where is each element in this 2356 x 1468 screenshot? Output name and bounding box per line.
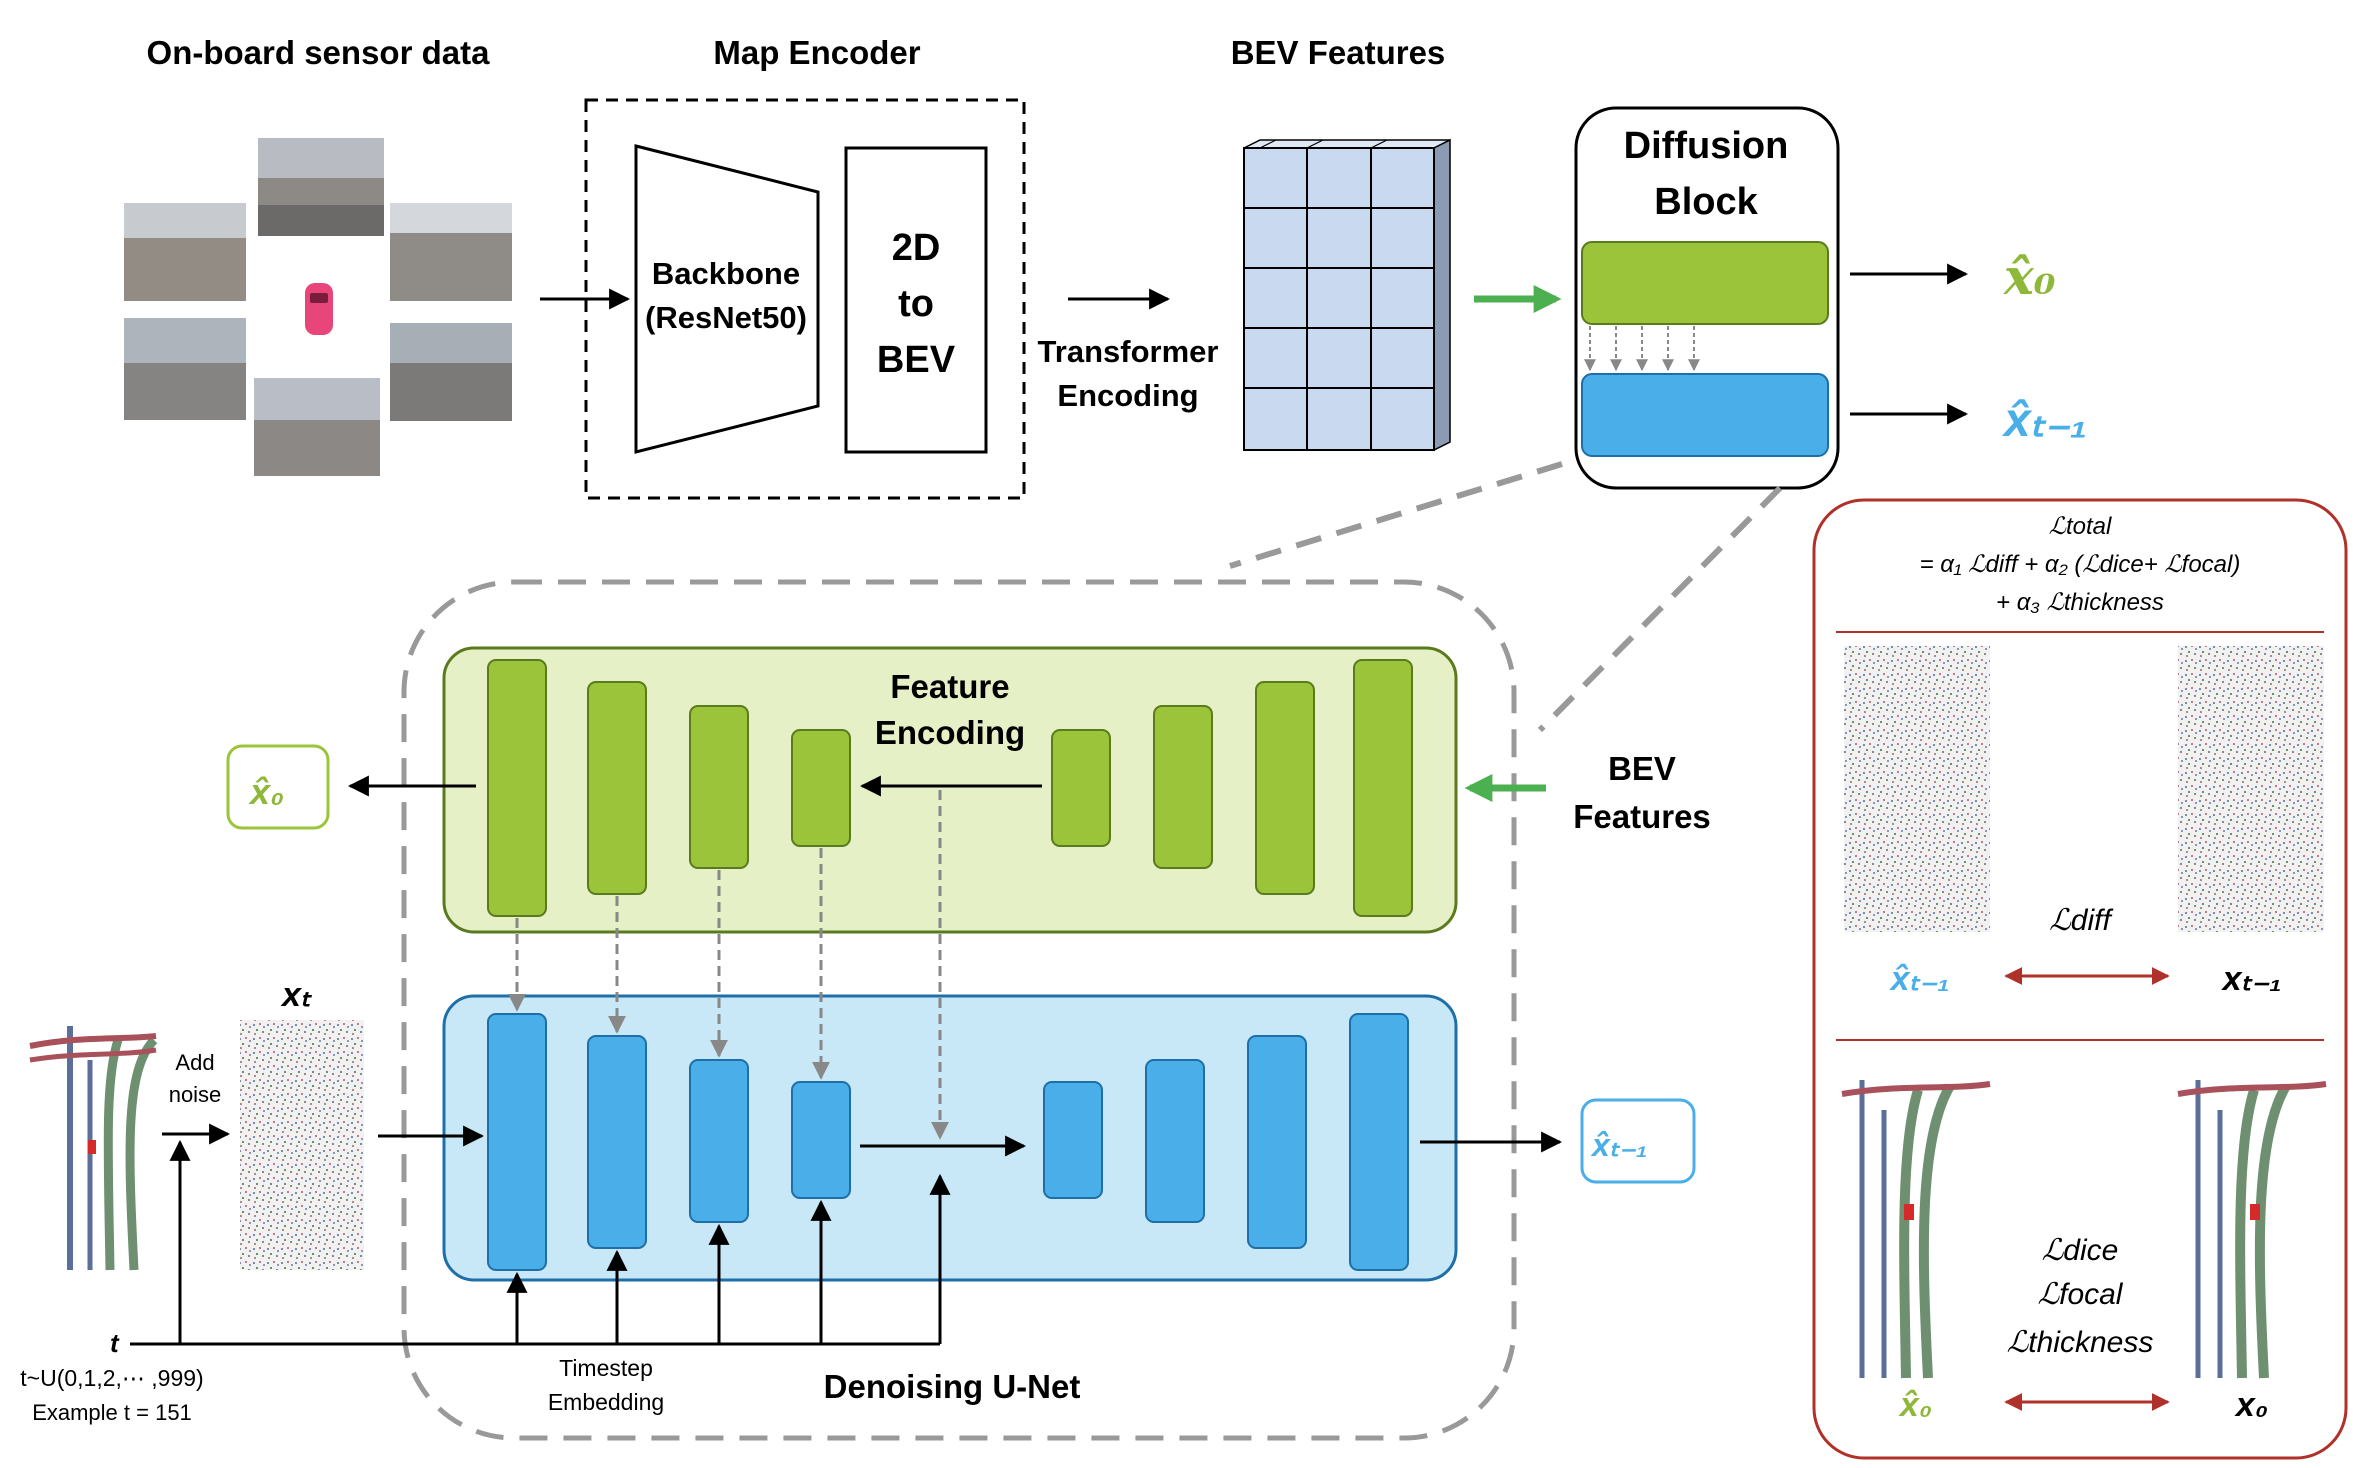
unet-x0-box: [226, 744, 330, 830]
diffusion-inner-arrows: [1584, 326, 1700, 372]
add-noise-label-2: noise: [169, 1082, 222, 1107]
blue-block-3: [689, 1059, 749, 1223]
green-blocks: [487, 659, 1413, 917]
backbone-trapezoid: [634, 144, 820, 454]
bev-transform-label-2: to: [898, 283, 934, 325]
unet-xt1-label: x̂ₜ₋₁: [1590, 1127, 1647, 1163]
t-label: t: [110, 1328, 120, 1358]
timestep-label-1: Timestep: [559, 1355, 653, 1381]
diffusion-label-1: Diffusion: [1624, 125, 1789, 167]
input-map-image: [29, 1026, 158, 1271]
loss-diff-label: ℒdiff: [2049, 904, 2113, 937]
loss-x-t1: xₜ₋₁: [2221, 960, 2282, 998]
zoom-connector-left: [1229, 461, 1563, 569]
green-block-5: [1051, 729, 1111, 847]
loss-total-3: + α₃ ℒthickness: [1996, 589, 2164, 616]
loss-x0: x₀: [2234, 1386, 2268, 1424]
loss-total-2: = α₁ ℒdiff + α₂ (ℒdice+ ℒfocal): [1920, 551, 2241, 578]
backbone-label-2: (ResNet50): [645, 300, 807, 335]
bev-transform-box: [844, 146, 988, 454]
loss-xhat0: x̂₀: [1898, 1386, 1932, 1424]
transformer-label-2: Encoding: [1057, 378, 1198, 413]
bev-title: BEV Features: [1231, 34, 1446, 71]
unet-bev-label-2: Features: [1573, 798, 1711, 835]
unet-x0-label: x̂₀: [248, 771, 284, 812]
green-block-1: [487, 659, 547, 917]
loss-dice: ℒdice: [2042, 1234, 2119, 1267]
diffusion-label-2: Block: [1654, 181, 1758, 223]
blue-block-4: [791, 1081, 851, 1199]
timestep-connections: [130, 1139, 951, 1346]
green-block-2: [587, 681, 647, 895]
output-x0-label: x̂₀: [2003, 247, 2056, 306]
bev-transform-label-1: 2D: [892, 227, 941, 269]
sensor-images: [124, 138, 512, 476]
add-noise-label-1: Add: [175, 1050, 214, 1075]
t-distribution: t~U(0,1,2,⋯ ,999): [20, 1365, 203, 1391]
unet-xt1-box: [1580, 1098, 1696, 1184]
blue-block-6: [1145, 1059, 1205, 1223]
loss-thickness: ℒthickness: [2007, 1326, 2154, 1359]
feature-encoding-label-1: Feature: [890, 668, 1009, 705]
green-block-4: [791, 729, 851, 847]
blue-block-2: [587, 1035, 647, 1249]
diffusion-blue-bar: [1581, 373, 1829, 457]
green-block-7: [1255, 681, 1315, 895]
xt-label: xₜ: [280, 976, 313, 1014]
timestep-label-2: Embedding: [548, 1389, 664, 1415]
blue-block-8: [1349, 1013, 1409, 1271]
blue-block-5: [1043, 1081, 1103, 1199]
diffusion-green-bar: [1581, 241, 1829, 325]
ego-car-icon: [305, 283, 333, 335]
feature-encoding-label-2: Encoding: [875, 714, 1025, 751]
green-block-3: [689, 705, 749, 869]
loss-xhat-t1: x̂ₜ₋₁: [1889, 960, 1950, 998]
loss-total-1: ℒtotal: [2049, 513, 2112, 540]
blue-blocks: [487, 1013, 1409, 1271]
encoder-title: Map Encoder: [713, 34, 920, 71]
t-example: Example t = 151: [32, 1400, 192, 1425]
loss-map-target: [2177, 1066, 2327, 1379]
blue-block-7: [1247, 1035, 1307, 1249]
skip-connections: [508, 790, 949, 1140]
backbone-label-1: Backbone: [652, 256, 800, 291]
zoom-connector-right: [1537, 485, 1783, 733]
loss-focal: ℒfocal: [2038, 1278, 2124, 1311]
sensor-title: On-board sensor data: [147, 34, 491, 71]
bev-feature-cube: [1243, 138, 1451, 452]
blue-block-1: [487, 1013, 547, 1271]
green-block-6: [1153, 705, 1213, 869]
green-block-8: [1353, 659, 1413, 917]
loss-noisy-pred: [1844, 646, 1990, 932]
bev-transform-label-3: BEV: [877, 339, 956, 381]
unet-dashed-box: [401, 579, 1517, 1441]
loss-noisy-target: [2178, 646, 2324, 932]
unet-bev-label-1: BEV: [1608, 750, 1676, 787]
unet-title: Denoising U-Net: [824, 1368, 1081, 1405]
output-xt1-label: x̂ₜ₋₁: [2001, 394, 2087, 447]
loss-map-pred: [1841, 1066, 1991, 1379]
noisy-map-image: [240, 1020, 364, 1270]
transformer-label-1: Transformer: [1038, 334, 1219, 369]
